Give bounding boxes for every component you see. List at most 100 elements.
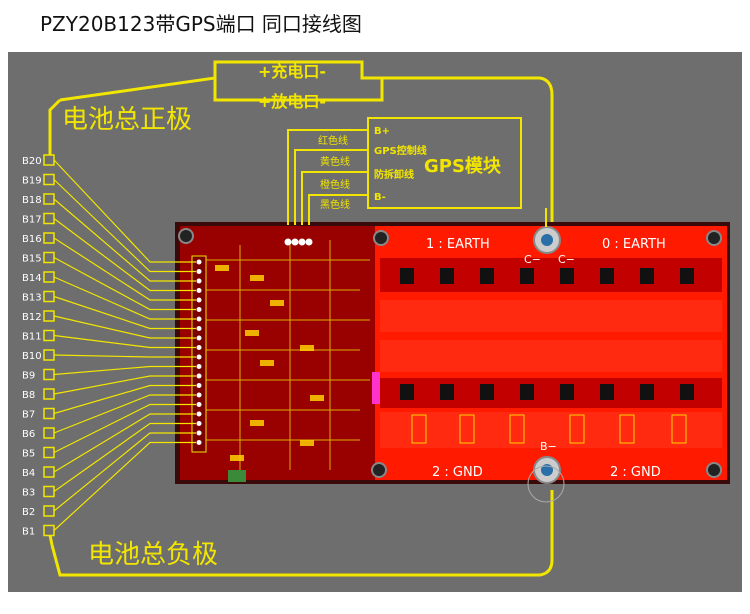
cell-label: B12 bbox=[22, 312, 42, 323]
cell-lead-wire bbox=[53, 198, 196, 282]
cell-pin-box bbox=[43, 427, 55, 439]
cell-lead-wire bbox=[53, 441, 196, 531]
terminal-b-minus-center bbox=[541, 464, 553, 476]
cell-label: B9 bbox=[22, 371, 35, 382]
cell-pin-box bbox=[43, 193, 55, 205]
cell-pad bbox=[196, 326, 202, 331]
wire-red-label: 红色线 bbox=[318, 134, 348, 147]
cell-lead-wire bbox=[53, 334, 196, 349]
gps-pin-bplus: B+ bbox=[374, 126, 390, 137]
cell-pin-box bbox=[43, 310, 55, 322]
cell-pin-box bbox=[43, 407, 55, 420]
cell-pad bbox=[196, 440, 202, 445]
cell-pin-box bbox=[43, 212, 55, 225]
cell-lead-wire bbox=[53, 315, 196, 339]
gps-header-pins bbox=[284, 238, 313, 246]
mounting-holes bbox=[178, 228, 722, 478]
cell-label: B13 bbox=[22, 293, 42, 304]
cell-lead-wire bbox=[53, 276, 196, 320]
control-traces bbox=[195, 240, 370, 470]
discharge-port-label: +放电口- bbox=[258, 92, 326, 111]
cell-label: B14 bbox=[22, 273, 42, 284]
highlight-pad bbox=[372, 372, 380, 404]
cell-labels: B20B19B18B17B16B15B14B13B12B11B10B9B8B7B… bbox=[22, 156, 42, 538]
cell-pin-box bbox=[43, 251, 55, 264]
gps-pin-tamper: 防拆卸线 bbox=[374, 168, 414, 181]
cell-pad bbox=[196, 421, 202, 426]
cell-label: B20 bbox=[22, 156, 42, 167]
gnd-right-label: 2 : GND bbox=[610, 465, 661, 480]
cell-label: B5 bbox=[22, 449, 35, 460]
cell-pad bbox=[196, 430, 202, 436]
mosfet-rows bbox=[380, 258, 722, 448]
cell-pin-box bbox=[43, 329, 55, 342]
cell-lead-wire bbox=[53, 159, 196, 263]
cell-pin-box bbox=[43, 505, 55, 517]
wire-black-label: 黑色线 bbox=[320, 198, 350, 211]
cell-pad bbox=[196, 364, 202, 369]
cell-lead-wire bbox=[53, 179, 196, 273]
cell-pin-box bbox=[43, 349, 55, 361]
charge-port-label: +充电口- bbox=[258, 62, 326, 81]
cell-pad bbox=[196, 411, 202, 417]
b-minus-label: B− bbox=[540, 440, 557, 453]
c-minus-label-1: C− bbox=[524, 253, 541, 266]
cell-pad bbox=[196, 269, 202, 274]
cell-leads bbox=[43, 140, 202, 546]
cell-lead-wire bbox=[53, 394, 196, 434]
cell-pad bbox=[196, 373, 202, 379]
gps-pin-bminus: B- bbox=[374, 192, 386, 203]
cell-lead-wire bbox=[53, 432, 196, 512]
cell-lead-wire bbox=[53, 218, 196, 292]
port-loop bbox=[213, 78, 384, 102]
cell-lead-wire bbox=[53, 237, 196, 301]
cell-label: B18 bbox=[22, 195, 42, 206]
earth-0-label: 0 : EARTH bbox=[602, 237, 666, 252]
cell-pin-box bbox=[43, 466, 55, 478]
positive-loop-left bbox=[48, 98, 62, 140]
cell-pad bbox=[196, 297, 202, 303]
cell-label: B2 bbox=[22, 507, 35, 518]
cell-label: B17 bbox=[22, 215, 42, 226]
mosfet-pads bbox=[400, 268, 694, 400]
cell-label: B4 bbox=[22, 468, 35, 479]
cell-connector bbox=[191, 255, 207, 453]
gps-wires bbox=[287, 129, 547, 227]
cell-pin-box bbox=[43, 232, 55, 244]
negative-loop bbox=[50, 490, 554, 577]
cell-pad bbox=[196, 316, 202, 322]
wire-orange-label: 橙色线 bbox=[320, 178, 350, 191]
cell-lead-wire bbox=[53, 365, 196, 376]
gps-module-label: GPS模块 bbox=[424, 155, 502, 177]
cell-label: B7 bbox=[22, 410, 35, 421]
cell-pad bbox=[196, 278, 202, 284]
cell-label: B3 bbox=[22, 488, 35, 499]
positive-loop-top bbox=[59, 60, 554, 225]
negative-bus bbox=[48, 534, 54, 546]
shunt-resistors bbox=[411, 414, 687, 444]
cell-label: B1 bbox=[22, 527, 35, 538]
page-title: PZY20B123带GPS端口 同口接线图 bbox=[40, 12, 362, 36]
cell-pad bbox=[196, 288, 202, 293]
cell-lead-wire bbox=[53, 403, 196, 454]
cell-pad bbox=[196, 354, 202, 360]
cell-label: B15 bbox=[22, 254, 42, 265]
small-connector bbox=[228, 470, 246, 482]
cell-label: B11 bbox=[22, 332, 42, 343]
cell-pad bbox=[196, 392, 202, 398]
cell-lead-wire bbox=[53, 256, 196, 311]
cell-lead-wire bbox=[53, 295, 196, 330]
cell-pin-box bbox=[43, 173, 55, 186]
cell-lead-wire bbox=[53, 384, 196, 415]
cell-label: B16 bbox=[22, 234, 42, 245]
cell-pin-box bbox=[43, 524, 55, 537]
pcb-control-area bbox=[180, 226, 375, 480]
cell-pin-box bbox=[43, 368, 55, 381]
cell-pad bbox=[196, 307, 202, 312]
cell-pad bbox=[196, 345, 202, 350]
gnd-left-label: 2 : GND bbox=[432, 465, 483, 480]
gps-module-box bbox=[367, 117, 522, 209]
cell-pad bbox=[196, 259, 202, 265]
cell-pin-box bbox=[43, 388, 55, 400]
